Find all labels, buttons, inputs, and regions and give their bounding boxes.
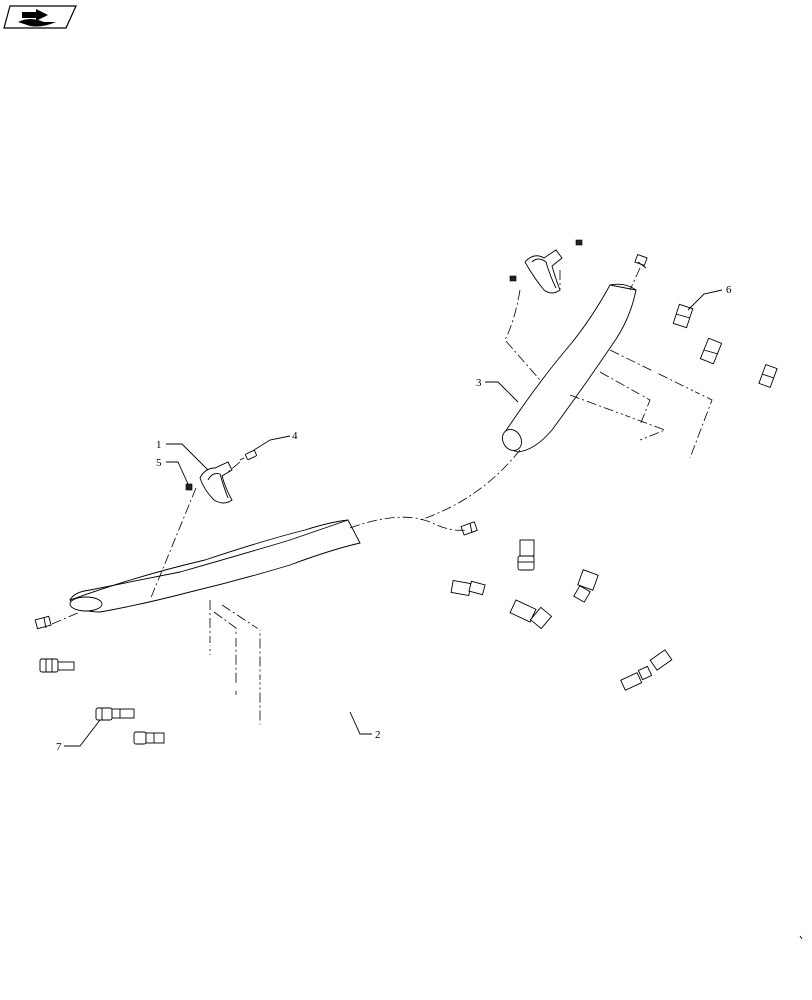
bolt-lower — [239, 450, 257, 461]
callout-7[interactable]: 7 — [56, 741, 62, 753]
hose-f-fittings — [517, 303, 694, 571]
plug-top — [634, 253, 648, 269]
clamp-lower — [199, 461, 233, 504]
nut-upper-a — [575, 239, 583, 246]
callout-leaders — [64, 289, 723, 747]
callout-2[interactable]: 2 — [375, 729, 381, 741]
adapter-left — [34, 615, 52, 630]
hose-a — [59, 586, 456, 668]
callout-3[interactable]: 3 — [476, 377, 482, 389]
hose-b-fittings — [95, 599, 553, 721]
protective-sleeve-upper — [502, 283, 637, 453]
hose-d — [625, 384, 770, 661]
nut-upper-b — [509, 275, 517, 282]
callout-6[interactable]: 6 — [726, 284, 732, 296]
hose-d-fittings — [649, 363, 778, 671]
hose-e — [588, 359, 714, 586]
hose-c-fittings — [133, 665, 653, 745]
hose-c — [159, 648, 626, 740]
nut-lower — [185, 483, 193, 491]
hose-e-fittings — [573, 337, 723, 603]
callout-5[interactable]: 5 — [156, 457, 162, 469]
hose-a-fittings — [39, 580, 486, 673]
hose-f — [525, 319, 684, 551]
adapter-middle — [460, 521, 478, 536]
clamp-upper — [524, 249, 563, 294]
corner-mark — [799, 935, 803, 940]
assembly-lines — [51, 267, 713, 725]
protective-sleeve-lower — [69, 519, 361, 613]
callout-1[interactable]: 1 — [156, 439, 162, 451]
callout-4[interactable]: 4 — [292, 430, 298, 442]
book-arrow-icon[interactable] — [3, 5, 77, 29]
hose-b — [129, 610, 516, 714]
